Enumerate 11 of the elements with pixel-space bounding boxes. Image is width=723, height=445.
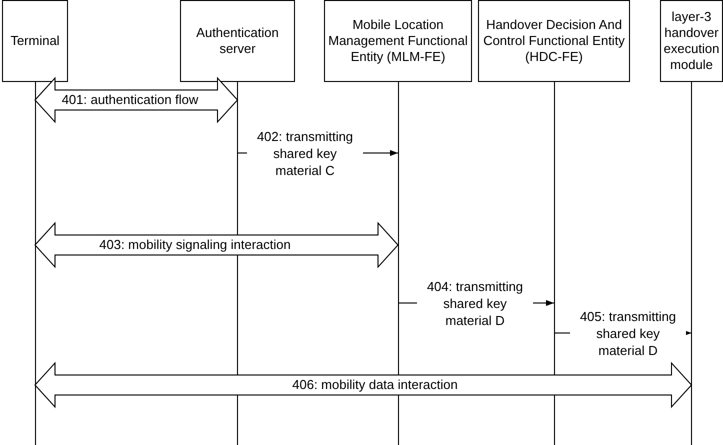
participant-box: layer-3 handover execution module <box>660 0 723 82</box>
double-block-arrow <box>34 362 692 408</box>
edge-label: 406: mobility data interaction <box>291 376 459 392</box>
participant-box: Authentication server <box>180 0 295 82</box>
participant-box: Mobile Location Management Functional Entity (MLM-FE) <box>324 0 472 82</box>
double-block-arrow <box>34 222 399 268</box>
edge-label: 401: authentication flow <box>60 90 200 108</box>
participant-box: Terminal <box>2 0 68 82</box>
edge-label: 403: mobility signaling interaction <box>98 236 292 252</box>
participant-box: Handover Decision And Control Functional Entity (HDC-FE) <box>478 0 630 82</box>
double-block-arrow <box>34 76 238 124</box>
